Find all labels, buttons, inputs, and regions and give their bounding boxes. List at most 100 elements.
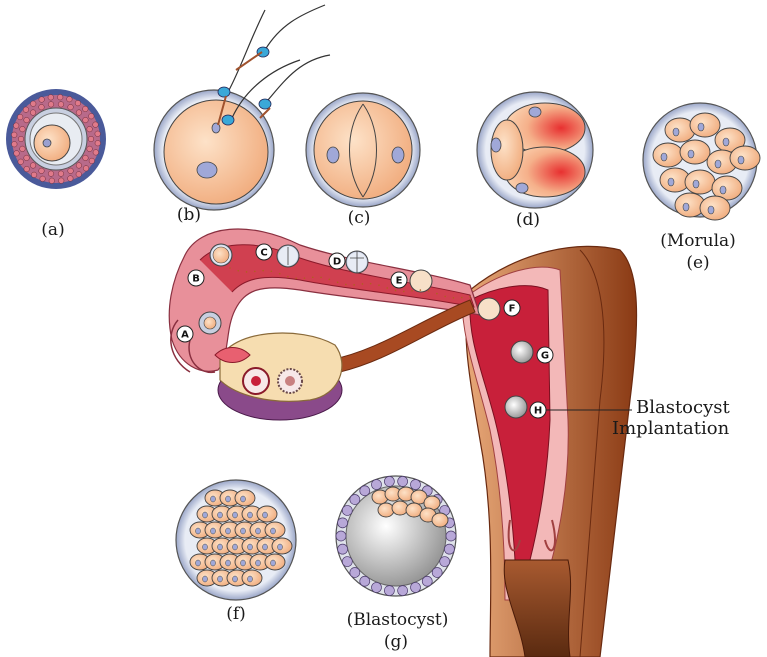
corona-cell: [23, 166, 30, 173]
lumen-dot: [287, 275, 289, 278]
lumen-dot: [278, 272, 281, 275]
lumen-dot: [419, 289, 422, 291]
inner-cell-mass-cell: [391, 500, 409, 516]
cell-nucleus: [217, 543, 223, 551]
corona-cell: [67, 175, 74, 182]
trophoblast-cell: [444, 543, 455, 555]
inner-cell-mass-cell: [377, 502, 395, 518]
marker-b-label: B: [192, 274, 200, 285]
callout-line2: Implantation: [612, 418, 730, 439]
trophoblast-cell: [397, 476, 408, 487]
marker-h-label: H: [534, 406, 542, 417]
corona-cell: [39, 175, 46, 182]
marker-g-label: G: [541, 351, 549, 362]
cell-nucleus: [667, 177, 675, 187]
trophoblast-cell: [337, 543, 348, 555]
label-e: (e): [686, 253, 710, 273]
lumen-dot: [270, 270, 273, 273]
corona-cell: [75, 109, 82, 116]
morula-cell: [689, 112, 721, 138]
cell-nucleus: [247, 511, 253, 519]
marker-c: C: [255, 243, 273, 261]
lumen-dot: [328, 278, 331, 281]
morula-cell: [729, 145, 761, 171]
cell-nucleus: [682, 202, 690, 212]
cell-nucleus: [195, 559, 201, 567]
corona-cell: [47, 170, 55, 177]
cell-nucleus: [210, 527, 216, 535]
fertilization-ovum: [153, 89, 275, 211]
trophoblast-cell: [359, 575, 371, 587]
cell-nucleus: [262, 511, 268, 519]
cell-nucleus: [232, 511, 238, 519]
cell-nucleus: [255, 527, 261, 535]
cell-nucleus: [202, 575, 208, 583]
cell-nucleus: [225, 495, 231, 503]
label-g: (g): [383, 632, 409, 652]
trophoblast-cell: [335, 530, 347, 542]
lumen-dot: [386, 287, 389, 289]
corona-cell: [22, 106, 29, 113]
trophoblast-cell: [341, 556, 353, 567]
fallopian-tube: [168, 228, 481, 374]
label-morula-name: (Morula): [660, 231, 736, 251]
corona-cell: [17, 158, 24, 165]
corona-cell: [38, 167, 45, 174]
lumen-dot: [345, 283, 347, 286]
corona-cell: [57, 170, 65, 177]
corona-cell: [67, 104, 74, 111]
lumen-dot: [245, 271, 248, 273]
trophoblast-cell: [384, 476, 395, 487]
cell-nucleus: [240, 495, 246, 503]
lumen-dot: [336, 281, 339, 284]
corona-cell: [38, 96, 45, 103]
marker-e-label: E: [396, 276, 403, 287]
corona-cell: [82, 105, 89, 112]
corona-cell: [17, 135, 25, 143]
lumen-dot: [452, 297, 455, 299]
cell-nucleus: [225, 559, 231, 567]
corona-cell: [75, 162, 82, 169]
cell-nucleus: [240, 559, 246, 567]
marker-d: D: [328, 252, 346, 270]
trophoblast-cell: [431, 567, 443, 578]
corona-cell: [92, 149, 99, 156]
corona-cell: [82, 117, 89, 124]
corona-cell: [75, 171, 82, 178]
corona-cell: [19, 126, 26, 133]
trophoblast-cell: [410, 479, 421, 490]
cell-nucleus: [255, 559, 261, 567]
four-cell-stage: [476, 91, 594, 209]
corona-cell: [94, 140, 101, 147]
corona-cell: [86, 145, 93, 152]
morula-cell: [652, 142, 684, 168]
corona-cell: [31, 171, 38, 178]
label-a: (a): [41, 220, 65, 240]
cell-nucleus: [714, 159, 722, 169]
trophoblast-cell: [359, 485, 371, 497]
cell-nucleus: [225, 527, 231, 535]
corona-cell: [13, 122, 20, 129]
trophoblast-cell: [421, 575, 433, 587]
marker-g: G: [536, 346, 554, 364]
cell-nucleus: [202, 543, 208, 551]
label-f: (f): [226, 604, 246, 624]
corona-cell: [82, 154, 89, 161]
trophoblast-cell: [337, 517, 348, 529]
cell-nucleus: [217, 511, 223, 519]
lumen-dot: [411, 289, 413, 292]
trophoblast-cell: [371, 582, 382, 593]
lumen-dot: [427, 290, 430, 292]
cell-nucleus: [262, 543, 268, 551]
trophoblast-cell: [410, 582, 421, 593]
lumen-dot: [394, 289, 397, 292]
corona-cell: [17, 114, 24, 121]
morula-cell: [699, 195, 731, 221]
label-b: (b): [176, 205, 202, 225]
morula-cell: [684, 169, 716, 195]
corona-cell: [11, 141, 18, 148]
marker-e: E: [390, 271, 408, 289]
marker-b: B: [187, 269, 205, 287]
trophoblast-cell: [341, 505, 353, 516]
